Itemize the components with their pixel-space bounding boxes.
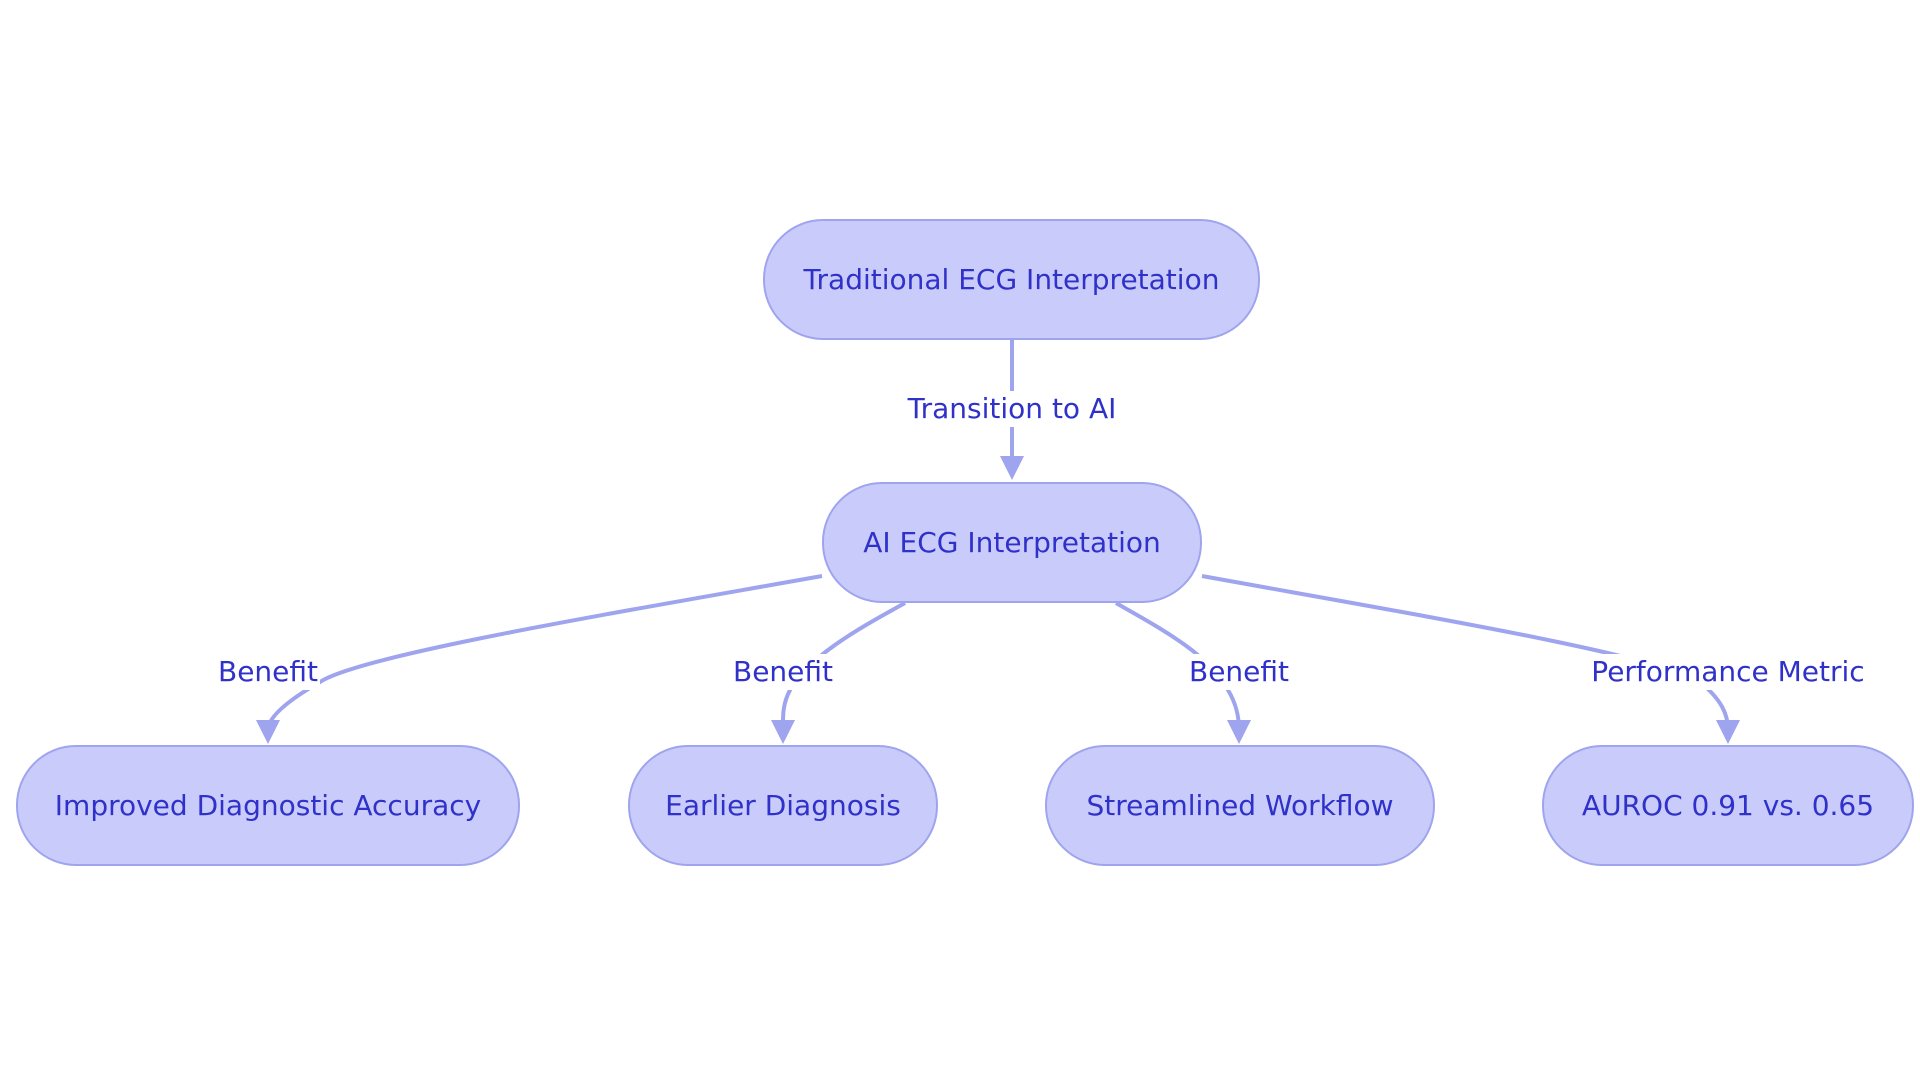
arrowhead-transition xyxy=(1000,456,1024,480)
node-traditional-ecg: Traditional ECG Interpretation xyxy=(763,219,1260,340)
edge-label-benefit-accuracy: Benefit xyxy=(215,654,321,690)
arrowhead-accuracy xyxy=(256,720,280,744)
edge-performance xyxy=(1201,574,1730,731)
edge-label-benefit-workflow: Benefit xyxy=(1186,654,1292,690)
node-earlier-diagnosis-label: Earlier Diagnosis xyxy=(665,789,901,822)
node-improved-accuracy-label: Improved Diagnostic Accuracy xyxy=(54,789,482,822)
node-streamlined-workflow: Streamlined Workflow xyxy=(1045,745,1435,866)
node-streamlined-workflow-label: Streamlined Workflow xyxy=(1086,789,1394,822)
edge-benefit-accuracy xyxy=(266,574,823,731)
edge-label-transition: Transition to AI xyxy=(905,391,1119,427)
edge-label-performance: Performance Metric xyxy=(1589,654,1867,690)
arrowhead-workflow xyxy=(1227,720,1251,744)
node-traditional-ecg-label: Traditional ECG Interpretation xyxy=(803,263,1220,296)
node-ai-ecg-label: AI ECG Interpretation xyxy=(863,526,1161,559)
node-earlier-diagnosis: Earlier Diagnosis xyxy=(628,745,938,866)
arrowhead-earlier xyxy=(771,720,795,744)
node-auroc: AUROC 0.91 vs. 0.65 xyxy=(1542,745,1914,866)
node-improved-accuracy: Improved Diagnostic Accuracy xyxy=(16,745,520,866)
arrowhead-auroc xyxy=(1716,720,1740,744)
edge-label-benefit-earlier: Benefit xyxy=(730,654,836,690)
node-ai-ecg: AI ECG Interpretation xyxy=(822,482,1202,603)
node-auroc-label: AUROC 0.91 vs. 0.65 xyxy=(1581,789,1875,822)
